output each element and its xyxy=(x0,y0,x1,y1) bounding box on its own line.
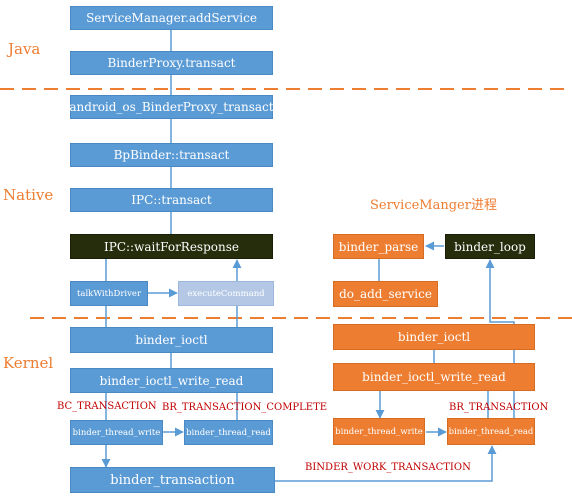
binder-thread-read-node: binder_thread_read xyxy=(184,420,273,445)
ipc-wait-for-response-node: IPC::waitForResponse xyxy=(70,234,273,259)
binder-transaction-node: binder_transaction xyxy=(70,467,275,493)
layer-native-label: Native xyxy=(3,186,54,204)
binder-thread-write-node: binder_thread_write xyxy=(70,420,163,445)
sm-binder-thread-read-node: binder_thread_read xyxy=(447,418,535,445)
binder-work-transaction-label: BINDER_WORK_TRANSACTION xyxy=(305,462,471,473)
binder-work-transaction-arrow xyxy=(275,445,497,482)
service-manager-title: ServiceManger进程 xyxy=(370,198,497,213)
br-transaction-label: BR_TRANSACTION xyxy=(449,402,549,413)
talk-with-driver-node: talkWithDriver xyxy=(70,281,148,306)
do-add-service-node: do_add_service xyxy=(333,281,438,307)
sm-binder-thread-write-node: binder_thread_write xyxy=(333,418,425,445)
binder-parse-node: binder_parse xyxy=(333,234,424,259)
binder-ioctl-node: binder_ioctl xyxy=(70,327,273,353)
binder-loop-node: binder_loop xyxy=(445,234,535,259)
bc-transaction-label: BC_TRANSACTION xyxy=(57,401,157,412)
execute-command-node: executeCommand xyxy=(178,281,274,306)
br-transaction-complete-label: BR_TRANSACTION_COMPLETE xyxy=(162,402,328,413)
bpbinder-transact-node: BpBinder::transact xyxy=(70,143,273,167)
layer-kernel-label: Kernel xyxy=(3,354,54,372)
binder-proxy-transact-node: BinderProxy.transact xyxy=(70,51,273,75)
binder-ioctl-write-read-node: binder_ioctl_write_read xyxy=(70,368,273,393)
add-service-node: ServiceManager.addService xyxy=(70,6,273,30)
ipc-transact-node: IPC::transact xyxy=(70,188,273,212)
android-os-binder-proxy-transact-node: android_os_BinderProxy_transact xyxy=(69,95,274,119)
sm-binder-ioctl-write-read-node: binder_ioctl_write_read xyxy=(333,363,535,391)
sm-binder-ioctl-node: binder_ioctl xyxy=(333,324,535,350)
layer-java-label: Java xyxy=(8,40,41,58)
